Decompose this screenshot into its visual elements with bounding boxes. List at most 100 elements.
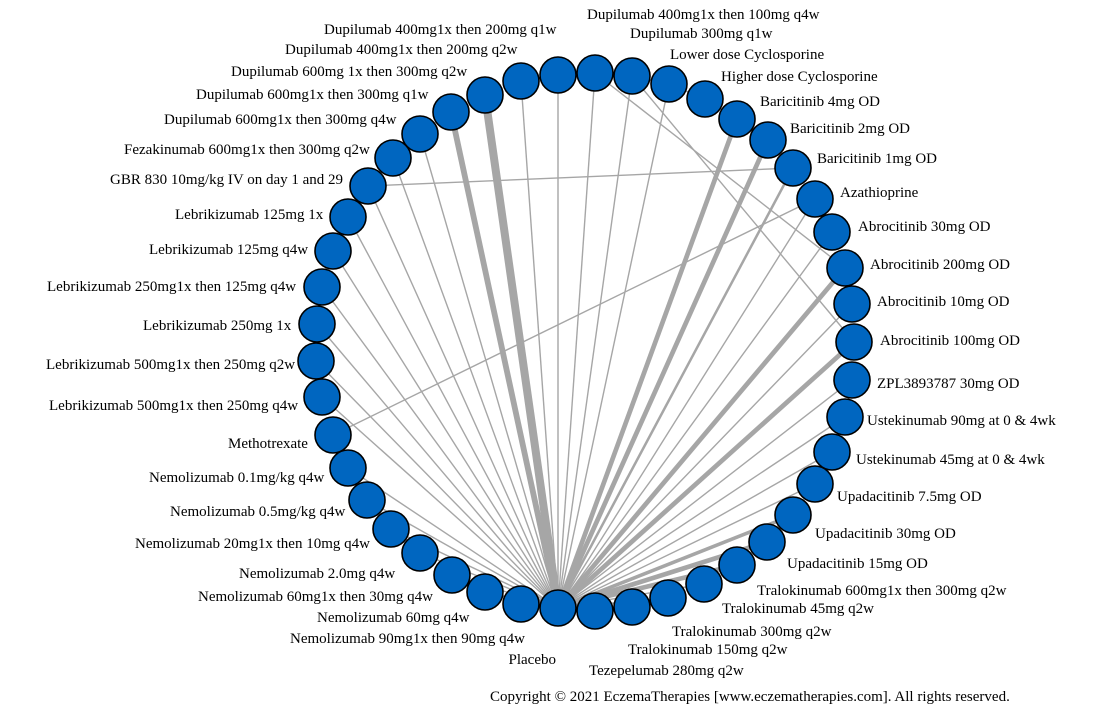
node-cyclosporine-high [686, 80, 724, 118]
node-label-abrocitinib-100: Abrocitinib 100mg OD [880, 333, 1020, 349]
node-label-lebrikizumab-500-250-q4w: Lebrikizumab 500mg1x then 250mg q4w [49, 398, 299, 414]
node-label-baricitinib-1: Baricitinib 1mg OD [817, 151, 937, 167]
edge-placebo-lebrikizumab-125-1x [347, 216, 559, 609]
node-label-dupilumab-600-300-q1w: Dupilumab 600mg1x then 300mg q1w [196, 87, 429, 103]
node-abrocitinib-100 [835, 323, 873, 361]
edge-placebo-abrocitinib-10 [557, 303, 853, 609]
node-dupilumab-400-100-q4w [576, 54, 614, 92]
node-label-tralokinumab-600-300: Tralokinumab 600mg1x then 300mg q2w [757, 583, 1007, 599]
node-label-upadacitinib-7-5: Upadacitinib 7.5mg OD [837, 489, 982, 505]
node-tralokinumab-600-300 [718, 546, 756, 584]
node-label-methotrexate: Methotrexate [228, 436, 308, 452]
node-lebrikizumab-250-1x [298, 305, 336, 343]
node-nemolizumab-20-10 [372, 510, 410, 548]
edge-placebo-dupilumab-600-300-q1w [448, 111, 561, 609]
node-dupilumab-600-300-q2w [466, 76, 504, 114]
node-label-nemolizumab-2-0: Nemolizumab 2.0mg q4w [239, 566, 396, 582]
node-label-lebrikizumab-250-125: Lebrikizumab 250mg1x then 125mg q4w [47, 279, 297, 295]
edge-placebo-upadacitinib-7-5 [557, 483, 816, 609]
node-label-tralokinumab-300: Tralokinumab 300mg q2w [672, 624, 832, 640]
node-dupilumab-400-200-q2w [502, 62, 540, 100]
edge-placebo-cyclosporine-low [557, 83, 670, 609]
node-dupilumab-300-q1w [613, 57, 651, 95]
node-azathioprine [796, 180, 834, 218]
node-label-ustekinumab-90: Ustekinumab 90mg at 0 & 4wk [867, 413, 1056, 429]
edge-placebo-baricitinib-4 [555, 118, 740, 609]
node-label-tralokinumab-150: Tralokinumab 150mg q2w [628, 642, 788, 658]
node-label-dupilumab-600-300-q4w: Dupilumab 600mg1x then 300mg q4w [164, 112, 397, 128]
node-label-ustekinumab-45: Ustekinumab 45mg at 0 & 4wk [856, 452, 1045, 468]
edge-placebo-dupilumab-600-300-q2w [481, 94, 562, 609]
node-label-nemolizumab-0-1: Nemolizumab 0.1mg/kg q4w [149, 470, 325, 486]
node-label-cyclosporine-high: Higher dose Cyclosporine [721, 69, 878, 85]
edge-placebo-fezakinumab-600-300 [392, 157, 559, 609]
edge-placebo-dupilumab-400-200-q2w [520, 80, 559, 609]
node-label-dupilumab-300-q1w: Dupilumab 300mg q1w [630, 26, 773, 42]
node-ustekinumab-45 [813, 433, 851, 471]
node-label-lebrikizumab-125-q4w: Lebrikizumab 125mg q4w [149, 242, 309, 258]
node-tralokinumab-150 [613, 588, 651, 626]
node-dupilumab-600-300-q4w [401, 115, 439, 153]
node-baricitinib-2 [749, 121, 787, 159]
node-baricitinib-1 [774, 149, 812, 187]
node-tralokinumab-300 [649, 579, 687, 617]
node-zpl3893787-30 [833, 361, 871, 399]
node-upadacitinib-30 [774, 496, 812, 534]
node-label-gbr830-10: GBR 830 10mg/kg IV on day 1 and 29 [110, 172, 344, 188]
node-placebo [539, 589, 577, 627]
edge-placebo-ustekinumab-90 [557, 416, 846, 609]
node-baricitinib-4 [718, 100, 756, 138]
node-lebrikizumab-125-q4w [314, 232, 352, 270]
node-nemolizumab-0-1 [329, 449, 367, 487]
node-label-dupilumab-400-200-q2w: Dupilumab 400mg1x then 200mg q2w [285, 42, 518, 58]
node-cyclosporine-low [650, 65, 688, 103]
node-tezepelumab-280 [576, 592, 614, 630]
node-label-lebrikizumab-125-1x: Lebrikizumab 125mg 1x [175, 207, 324, 223]
edge-placebo-abrocitinib-200 [556, 266, 847, 610]
edge-placebo-ustekinumab-45 [557, 451, 833, 609]
node-label-nemolizumab-20-10: Nemolizumab 20mg1x then 10mg q4w [135, 536, 370, 552]
node-label-lebrikizumab-500-250-q2w: Lebrikizumab 500mg1x then 250mg q2w [46, 357, 296, 373]
node-label-cyclosporine-low: Lower dose Cyclosporine [670, 47, 825, 63]
node-label-fezakinumab-600-300: Fezakinumab 600mg1x then 300mg q2w [124, 142, 370, 158]
node-label-upadacitinib-15: Upadacitinib 15mg OD [787, 556, 928, 572]
node-label-nemolizumab-60: Nemolizumab 60mg q4w [317, 610, 470, 626]
edge-placebo-abrocitinib-30 [557, 231, 833, 609]
node-lebrikizumab-125-1x [329, 198, 367, 236]
node-nemolizumab-60 [466, 573, 504, 611]
node-abrocitinib-30 [813, 213, 851, 251]
node-label-abrocitinib-200: Abrocitinib 200mg OD [870, 257, 1010, 273]
node-tralokinumab-45 [685, 565, 723, 603]
edge-placebo-baricitinib-1 [556, 167, 795, 609]
node-label-abrocitinib-10: Abrocitinib 10mg OD [877, 294, 1010, 310]
edge-placebo-lebrikizumab-250-125 [321, 286, 559, 609]
edge-placebo-gbr830-10 [367, 185, 559, 609]
node-nemolizumab-90-90 [502, 585, 540, 623]
node-label-nemolizumab-90-90: Nemolizumab 90mg1x then 90mg q4w [290, 631, 525, 647]
node-label-dupilumab-400-100-q4w: Dupilumab 400mg1x then 100mg q4w [587, 7, 820, 23]
node-dupilumab-400-200-q1w [539, 56, 577, 94]
edge-placebo-lebrikizumab-500-250-q4w [321, 396, 559, 609]
node-ustekinumab-90 [826, 398, 864, 436]
node-label-zpl3893787-30: ZPL3893787 30mg OD [877, 376, 1020, 392]
node-label-nemolizumab-0-5: Nemolizumab 0.5mg/kg q4w [170, 504, 346, 520]
edge-gbr830-10-baricitinib-1 [367, 167, 794, 187]
nodes-layer [297, 54, 873, 630]
edge-placebo-abrocitinib-100 [556, 340, 856, 610]
edge-placebo-zpl3893787-30 [557, 379, 853, 609]
node-upadacitinib-7-5 [796, 465, 834, 503]
edge-placebo-lebrikizumab-250-1x [316, 323, 559, 609]
edge-placebo-lebrikizumab-125-q4w [332, 250, 559, 609]
copyright-notice: Copyright © 2021 EczemaTherapies [www.ec… [490, 689, 1010, 705]
edge-placebo-lebrikizumab-500-250-q2w [315, 360, 559, 609]
node-abrocitinib-200 [826, 249, 864, 287]
node-label-abrocitinib-30: Abrocitinib 30mg OD [858, 219, 991, 235]
node-dupilumab-600-300-q1w [432, 93, 470, 131]
edge-placebo-dupilumab-400-100-q4w [557, 72, 596, 609]
node-gbr830-10 [349, 167, 387, 205]
node-label-tezepelumab-280: Tezepelumab 280mg q2w [589, 663, 744, 679]
edge-placebo-dupilumab-300-q1w [557, 75, 633, 609]
node-nemolizumab-60-30 [433, 556, 471, 594]
node-fezakinumab-600-300 [374, 139, 412, 177]
